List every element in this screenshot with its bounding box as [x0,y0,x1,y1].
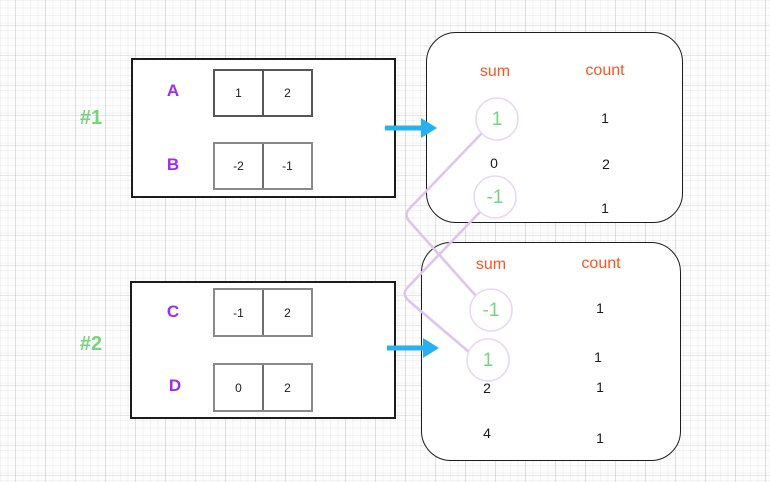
table-2-count-header: count [581,254,621,272]
table-1-sum-header: sum [479,62,511,80]
table-2-row-1-sum: 1 [482,349,494,371]
array-A-cell-1: 2 [284,86,291,100]
array-B-cell-0: -2 [215,144,264,188]
array-A-label: A [166,80,180,100]
table-1-row-2-sum: -1 [486,186,504,208]
array-D-label: D [168,375,182,395]
table-1-row-0-count: 1 [601,110,609,126]
array-B-cells: -2 -1 [213,142,313,190]
array-B-label: B [166,154,180,174]
table-2-row-1-count: 1 [594,349,602,365]
array-B-cell-1: -1 [282,159,293,173]
table-1-row-1-sum: 0 [490,155,498,171]
table-2-row-3-sum: 4 [483,425,491,441]
array-C-label: C [166,301,180,321]
array-D-cell-1: 2 [284,380,291,395]
array-A-cells: 1 2 [213,69,313,117]
table-2-row-3-count: 1 [596,430,604,446]
table-1-count-header: count [585,61,625,79]
table-1-row-2-count: 1 [601,200,609,216]
group-2-label: #2 [79,333,103,355]
array-D-cell-0: 0 [215,365,264,410]
array-C-cells: -1 2 [213,288,313,337]
group-1-label: #1 [79,107,103,129]
sum-count-table-1 [426,32,683,223]
array-C-cell-0: -1 [215,290,264,335]
table-2-row-2-sum: 2 [483,380,491,396]
array-A-cell-0: 1 [215,71,264,115]
array-C-cell-1: 2 [284,305,291,320]
array-D-cells: 0 2 [213,363,313,412]
sum-count-table-2 [421,242,681,461]
table-2-sum-header: sum [475,255,507,273]
table-2-row-0-count: 1 [596,300,604,316]
table-1-row-0-sum: 1 [491,108,503,130]
table-2-row-0-sum: -1 [482,299,500,321]
table-2-row-2-count: 1 [596,379,604,395]
table-1-row-1-count: 2 [602,156,610,172]
